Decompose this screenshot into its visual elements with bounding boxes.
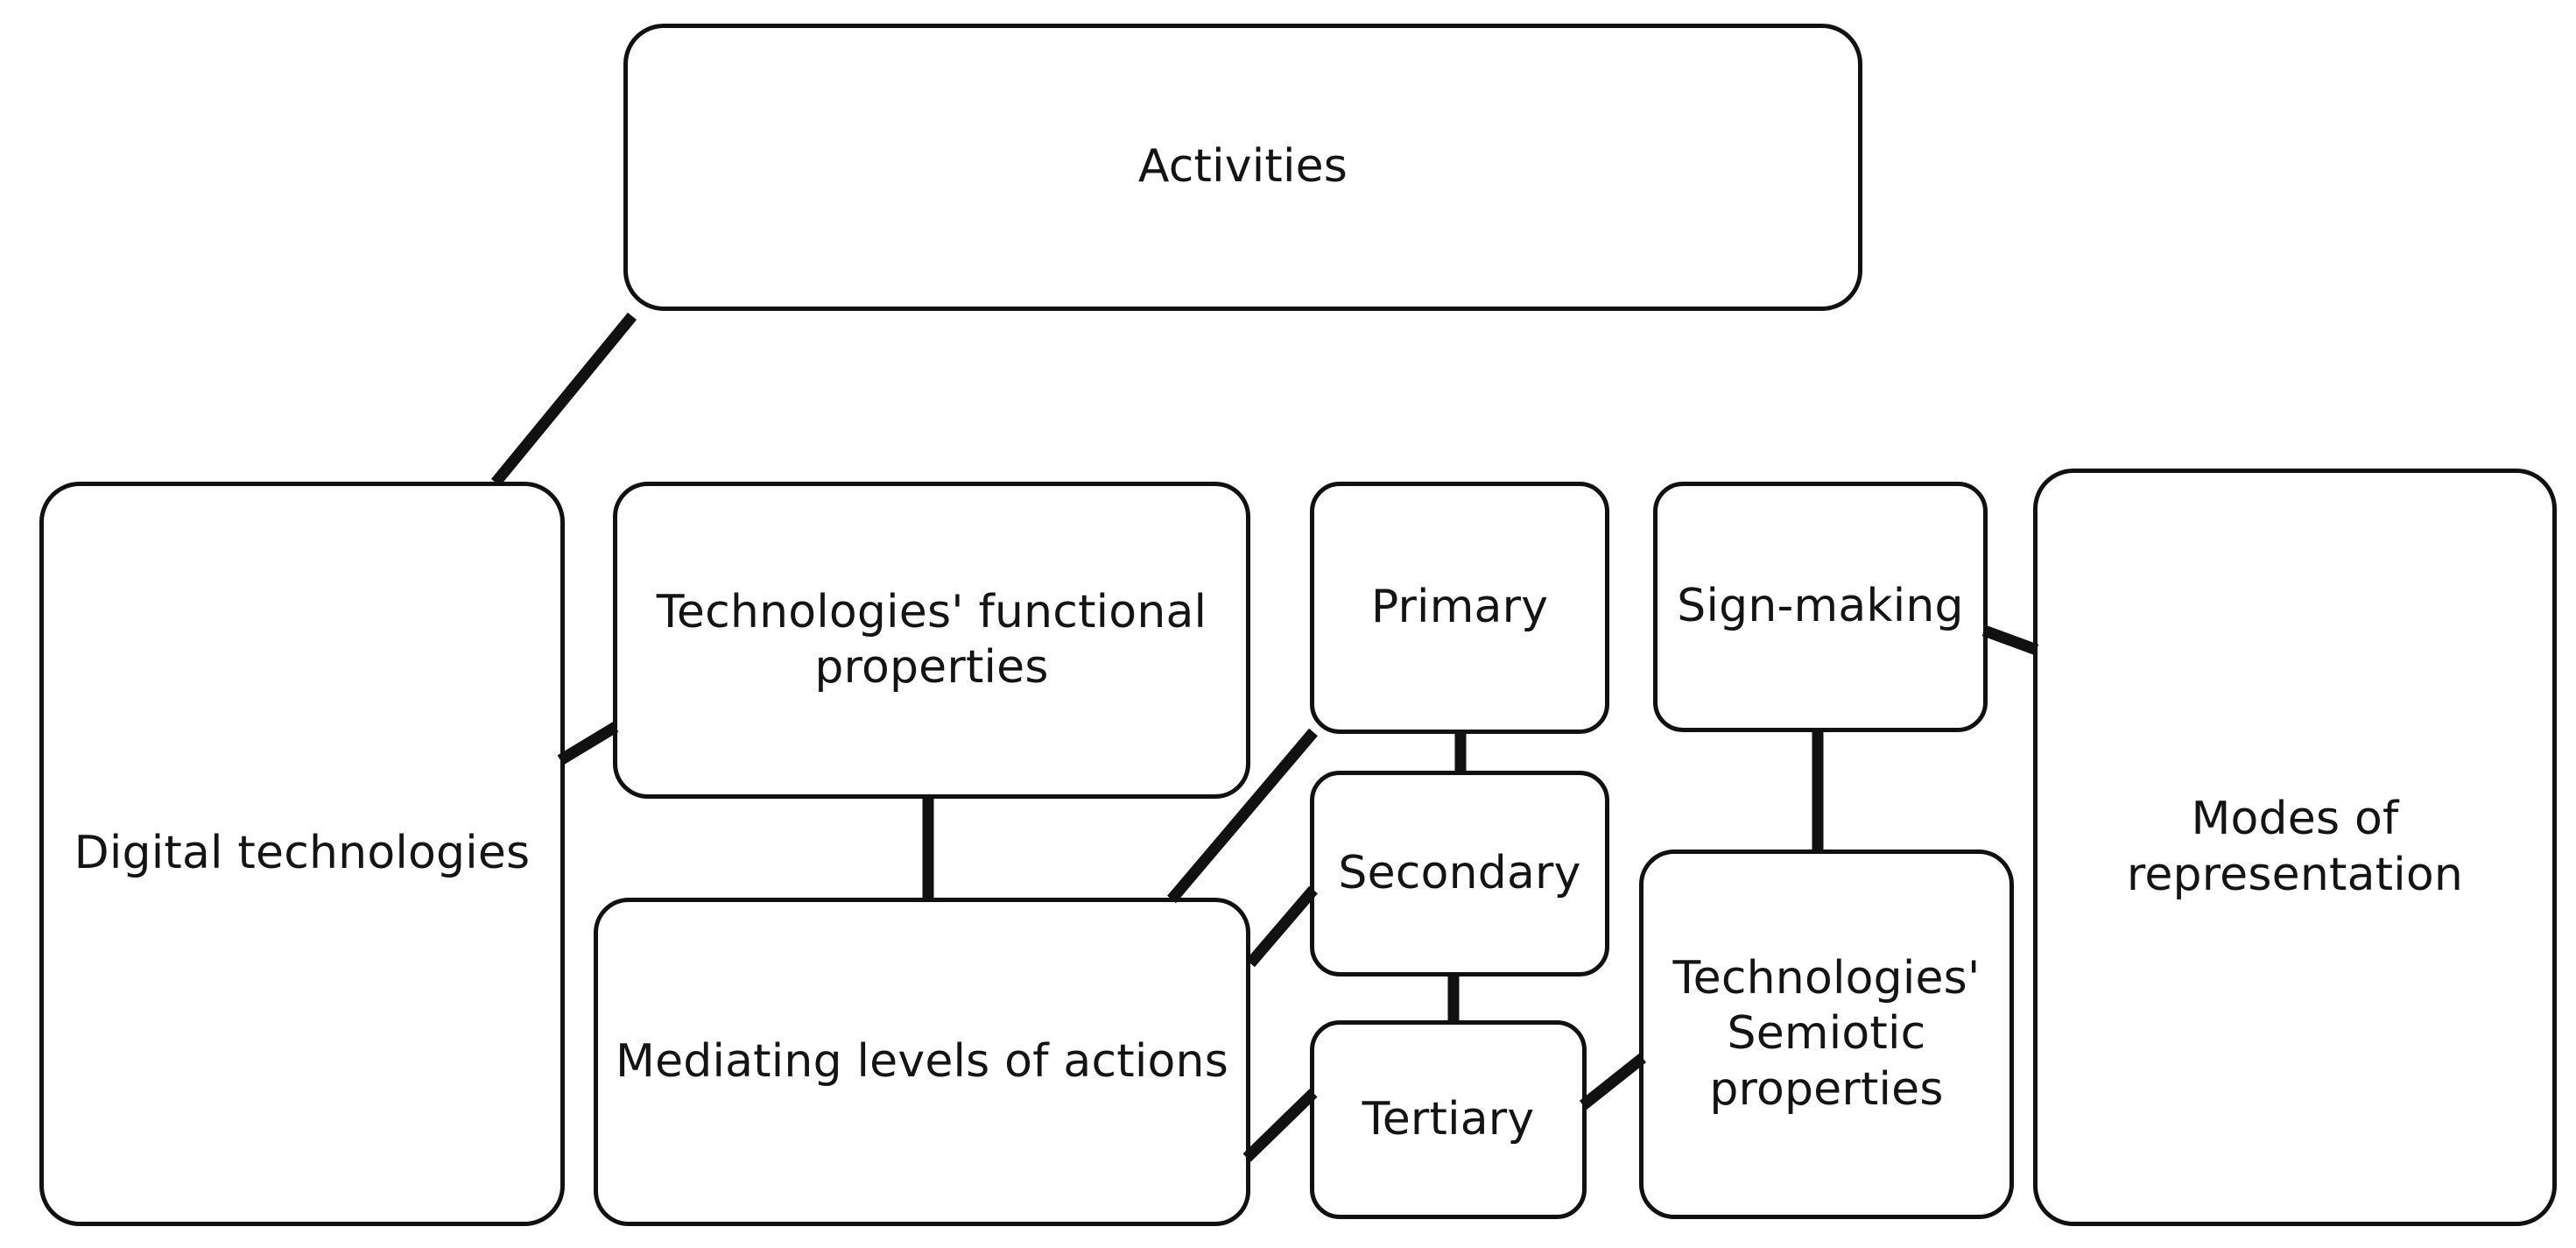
node-activities[interactable]: Activities bbox=[623, 24, 1862, 311]
node-label-primary: Primary bbox=[1370, 581, 1549, 634]
node-primary[interactable]: Primary bbox=[1310, 482, 1609, 734]
node-label-secondary: Secondary bbox=[1338, 846, 1581, 899]
connector-mediating-levels-to-secondary bbox=[1246, 885, 1318, 968]
connector-mediating-levels-to-tertiary bbox=[1242, 1089, 1318, 1162]
node-tertiary[interactable]: Tertiary bbox=[1310, 1020, 1587, 1219]
node-label-modes-of-representation: Modes of representation bbox=[2126, 793, 2464, 901]
node-sign-making[interactable]: Sign-making bbox=[1653, 482, 1988, 732]
connector-sign-making-to-modes-of-representation bbox=[1981, 624, 2039, 656]
node-digital-technologies[interactable]: Digital technologies bbox=[39, 482, 565, 1226]
node-label-technologies-semiotic-properties: Technologies' Semiotic properties bbox=[1672, 951, 1981, 1116]
node-label-digital-technologies: Digital technologies bbox=[74, 827, 531, 880]
node-modes-of-representation[interactable]: Modes of representation bbox=[2033, 469, 2557, 1226]
node-technologies-functional-properties[interactable]: Technologies' functional properties bbox=[613, 482, 1250, 799]
node-technologies-semiotic-properties[interactable]: Technologies' Semiotic properties bbox=[1639, 850, 2014, 1219]
node-secondary[interactable]: Secondary bbox=[1310, 771, 1609, 977]
node-mediating-levels-of-actions[interactable]: Mediating levels of actions bbox=[594, 898, 1250, 1226]
node-label-mediating-levels-of-actions: Mediating levels of actions bbox=[616, 1034, 1228, 1088]
connector-digital-technologies-to-functional-properties bbox=[557, 722, 619, 765]
node-label-activities: Activities bbox=[1137, 140, 1348, 194]
connector-tertiary-to-semiotic-properties bbox=[1579, 1053, 1647, 1111]
node-label-tertiary: Tertiary bbox=[1362, 1092, 1535, 1146]
connector-activities-to-digital-technologies bbox=[490, 312, 637, 487]
node-label-sign-making: Sign-making bbox=[1677, 580, 1964, 633]
node-label-technologies-functional-properties: Technologies' functional properties bbox=[656, 585, 1207, 694]
